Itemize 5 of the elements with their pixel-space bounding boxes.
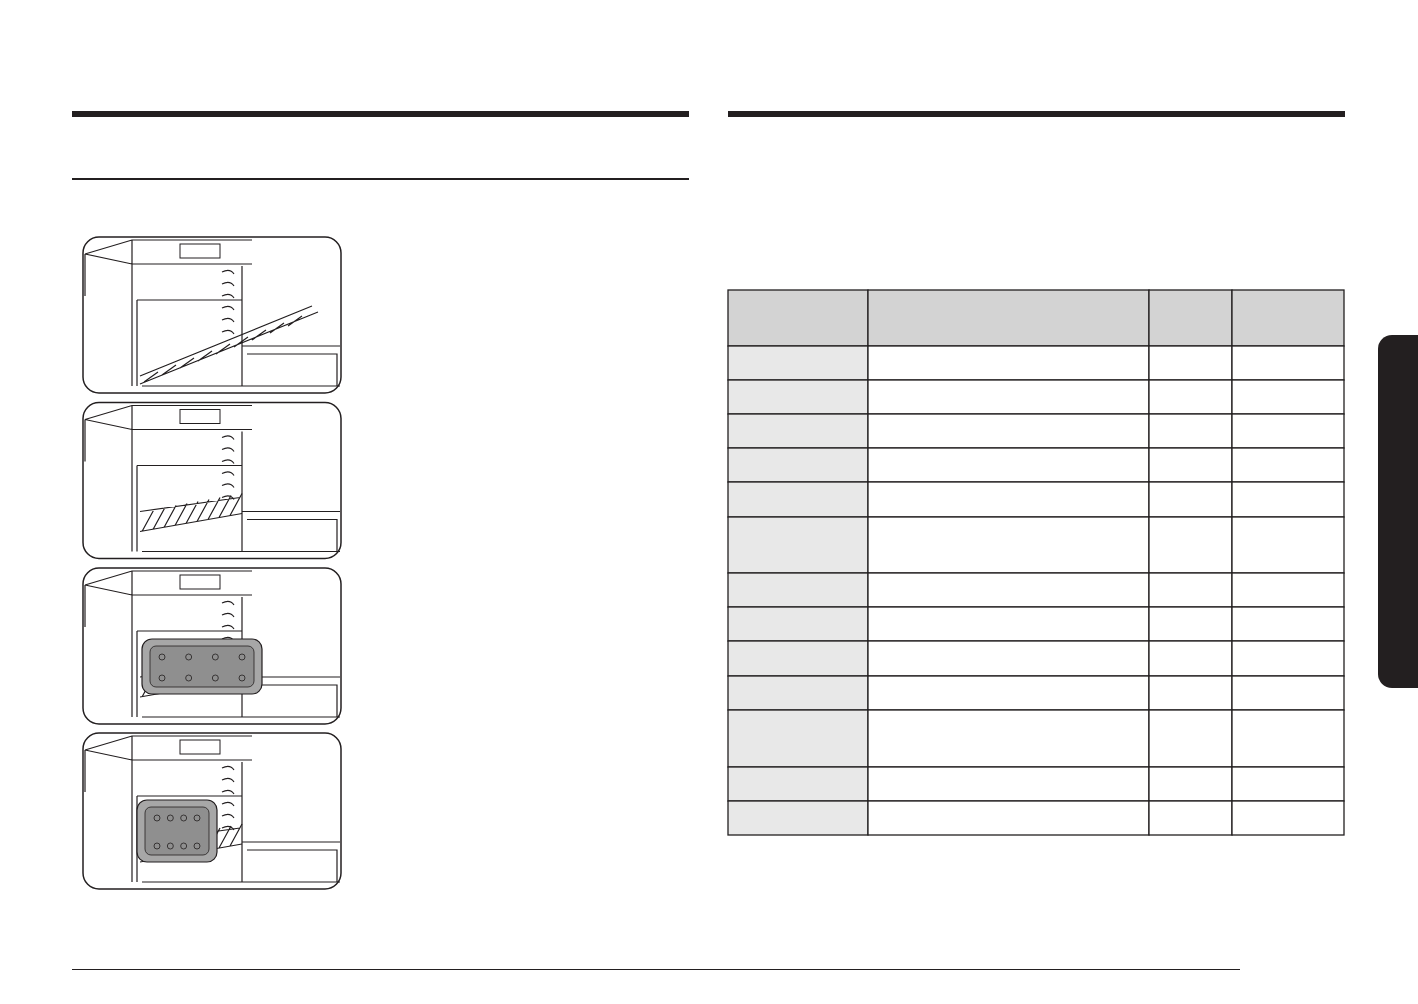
side-tab xyxy=(1378,335,1418,688)
oven-drawing xyxy=(82,401,342,560)
oven-drawing xyxy=(82,236,342,394)
oven-drawing xyxy=(82,732,342,890)
oven-drawing xyxy=(82,567,342,725)
